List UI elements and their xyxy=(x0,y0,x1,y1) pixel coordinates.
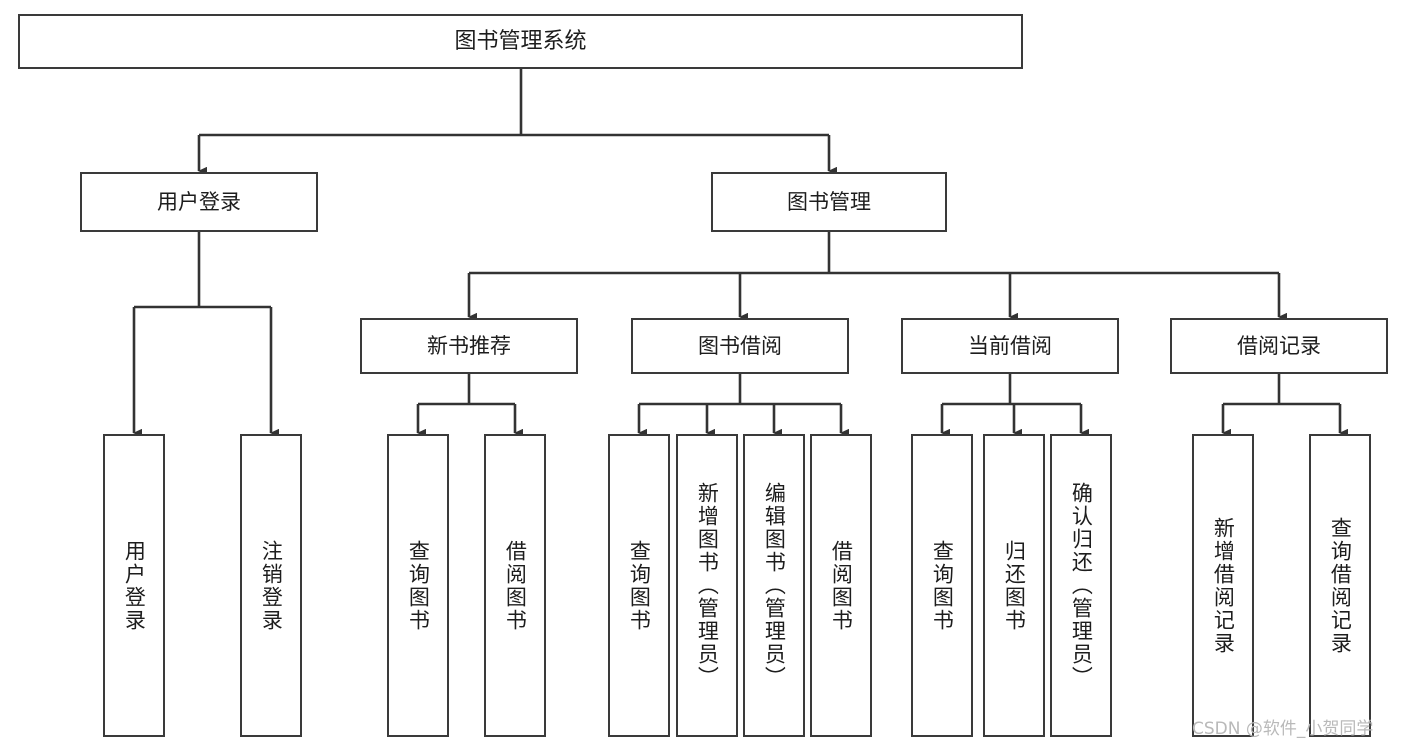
node-root[interactable]: 图书管理系统 xyxy=(18,14,1023,69)
node-l3-c4[interactable]: 借阅图书 xyxy=(810,434,872,737)
node-label: 新书推荐 xyxy=(427,333,511,358)
node-l3-d3[interactable]: 确认归还（管理员） xyxy=(1050,434,1112,737)
node-label: 借阅图书 xyxy=(829,539,854,632)
node-label: 图书借阅 xyxy=(698,333,782,358)
node-l3-c2[interactable]: 新增图书（管理员） xyxy=(676,434,738,737)
node-label: 注销登录 xyxy=(259,539,284,632)
node-l3-e2[interactable]: 查询借阅记录 xyxy=(1309,434,1371,737)
node-l3-d2[interactable]: 归还图书 xyxy=(983,434,1045,737)
watermark-label: CSDN @软件_小贺同学 xyxy=(1192,719,1374,739)
node-l3-a1[interactable]: 用户登录 xyxy=(103,434,165,737)
node-l2-newbook[interactable]: 新书推荐 xyxy=(360,318,578,374)
node-l2-record[interactable]: 借阅记录 xyxy=(1170,318,1388,374)
node-label: 用户登录 xyxy=(122,539,147,632)
node-label: 确认归还（管理员） xyxy=(1069,482,1094,689)
node-l3-c1[interactable]: 查询图书 xyxy=(608,434,670,737)
edge-paths xyxy=(132,69,1348,438)
node-label: 借阅图书 xyxy=(503,539,528,632)
node-l2-borrow[interactable]: 图书借阅 xyxy=(631,318,849,374)
node-label: 归还图书 xyxy=(1002,539,1027,632)
node-label: 图书管理系统 xyxy=(454,28,587,54)
node-label: 图书管理 xyxy=(787,189,871,214)
node-l2-current[interactable]: 当前借阅 xyxy=(901,318,1119,374)
node-label: 查询图书 xyxy=(627,539,652,632)
node-label: 新增借阅记录 xyxy=(1211,516,1236,655)
node-l1-books[interactable]: 图书管理 xyxy=(711,172,947,232)
node-label: 当前借阅 xyxy=(968,333,1052,358)
node-label: 借阅记录 xyxy=(1237,333,1321,358)
node-l3-d1[interactable]: 查询图书 xyxy=(911,434,973,737)
node-label: 查询图书 xyxy=(406,539,431,632)
node-label: 查询借阅记录 xyxy=(1328,516,1353,655)
node-l3-b2[interactable]: 借阅图书 xyxy=(484,434,546,737)
node-l3-b1[interactable]: 查询图书 xyxy=(387,434,449,737)
node-label: 新增图书（管理员） xyxy=(695,482,720,689)
node-label: 查询图书 xyxy=(930,539,955,632)
node-l3-e1[interactable]: 新增借阅记录 xyxy=(1192,434,1254,737)
node-l3-c3[interactable]: 编辑图书（管理员） xyxy=(743,434,805,737)
node-label: 用户登录 xyxy=(157,189,241,214)
node-l3-a2[interactable]: 注销登录 xyxy=(240,434,302,737)
node-l1-login[interactable]: 用户登录 xyxy=(80,172,318,232)
node-label: 编辑图书（管理员） xyxy=(762,482,787,689)
